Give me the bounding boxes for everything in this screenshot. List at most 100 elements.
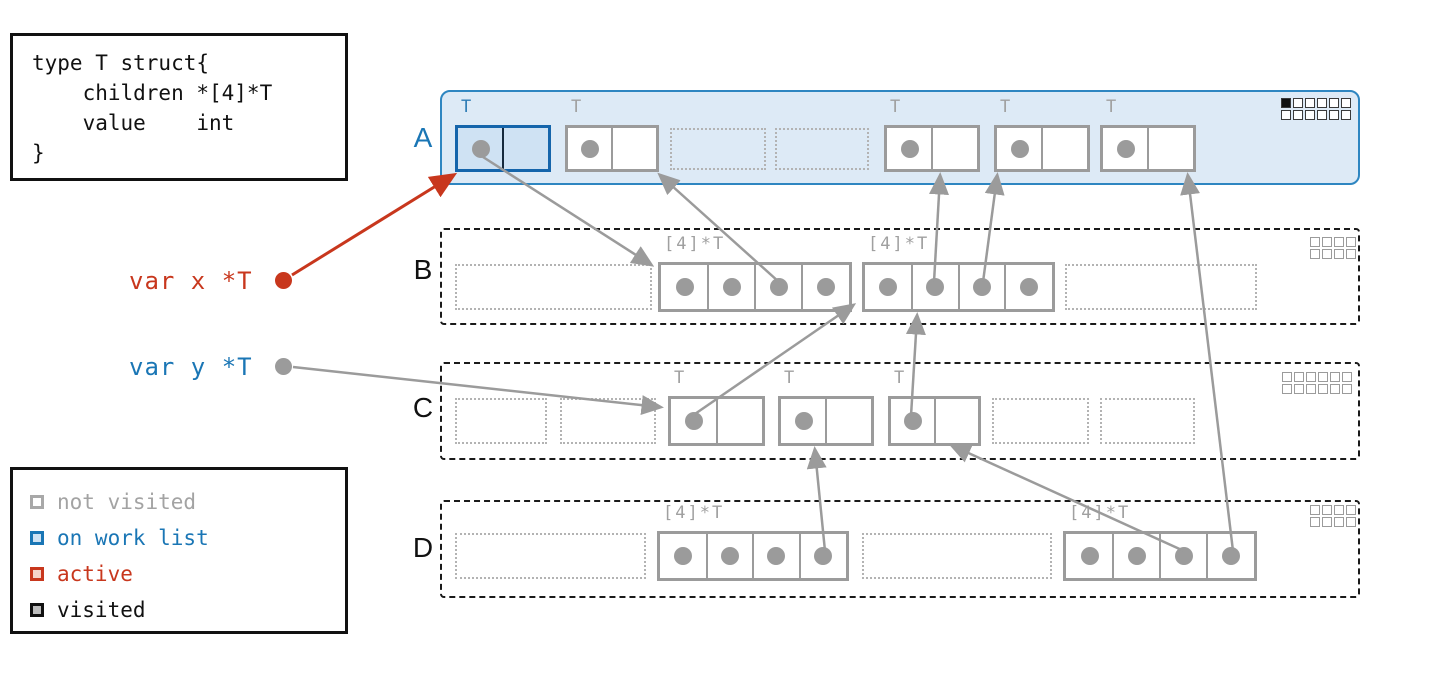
bitmap-cell xyxy=(1329,98,1339,108)
heap-span-label-c: C xyxy=(412,392,434,423)
free-slot xyxy=(560,398,656,444)
bitmap-cell xyxy=(1346,505,1356,515)
pointer-field-dot xyxy=(1174,547,1193,565)
bitmap-cell xyxy=(1310,517,1320,527)
legend-label: active xyxy=(57,562,133,586)
type-definition-box: type T struct{ children *[4]*T value int… xyxy=(10,33,348,181)
pointer-field-dot xyxy=(675,278,694,296)
heap-object xyxy=(455,125,551,172)
free-slot xyxy=(455,264,652,310)
free-slot xyxy=(670,128,766,170)
free-slot xyxy=(1065,264,1257,310)
code-line: } xyxy=(32,141,45,165)
bitmap-cell xyxy=(1341,110,1351,120)
cell-divider xyxy=(798,534,801,578)
legend-item-on-work-list: on work list xyxy=(30,520,345,556)
bitmap-cell xyxy=(1281,98,1291,108)
heap-array-object xyxy=(658,262,852,312)
bitmap-cell xyxy=(1334,249,1344,259)
cell-divider xyxy=(1004,265,1007,309)
bitmap-cell xyxy=(1334,517,1344,527)
cell-divider xyxy=(611,128,613,169)
free-slot xyxy=(1100,398,1195,444)
not-visited-swatch-icon xyxy=(30,495,44,509)
bitmap-cell xyxy=(1318,384,1328,394)
object-type-label: T xyxy=(571,97,584,117)
bitmap-cell xyxy=(1305,110,1315,120)
legend-item-active: active xyxy=(30,556,345,592)
cell-divider xyxy=(933,399,936,443)
bitmap-cell xyxy=(1306,384,1316,394)
pointer-field-dot xyxy=(816,278,835,296)
cell-divider xyxy=(1159,534,1161,578)
code-line: children *[4]*T xyxy=(32,81,273,105)
object-type-label: T xyxy=(461,97,474,117)
cell-divider xyxy=(707,265,709,309)
bitmap-cell xyxy=(1341,98,1351,108)
cell-divider xyxy=(1206,534,1208,578)
cell-divider xyxy=(502,128,504,169)
pointer-field-dot xyxy=(674,547,693,565)
pointer-field-dot xyxy=(1221,547,1240,565)
bitmap-cell xyxy=(1346,237,1356,247)
bitmap-cell xyxy=(1330,372,1340,382)
cell-divider xyxy=(1041,128,1043,169)
bitmap-cell xyxy=(1342,372,1352,382)
heap-object xyxy=(565,125,659,172)
pointer-field-dot xyxy=(794,412,813,430)
object-type-label: [4]*T xyxy=(1069,503,1131,523)
pointer-field-dot xyxy=(813,547,832,565)
var-x-pointer-dot xyxy=(275,272,292,289)
legend-item-not-visited: not visited xyxy=(30,484,345,520)
pointer-field-dot xyxy=(722,278,741,296)
pointer-field-dot xyxy=(1080,547,1099,565)
bitmap-cell xyxy=(1305,98,1315,108)
legend: not visited on work list active visited xyxy=(10,467,348,634)
object-type-label: T xyxy=(894,368,907,388)
bitmap-cell xyxy=(1322,505,1332,515)
mark-bitmap-icon xyxy=(1282,372,1352,394)
bitmap-cell xyxy=(1342,384,1352,394)
free-slot xyxy=(992,398,1089,444)
pointer-field-dot xyxy=(900,139,919,158)
object-type-label: [4]*T xyxy=(868,234,930,254)
heap-span-label-a: A xyxy=(413,122,433,153)
bitmap-cell xyxy=(1346,517,1356,527)
bitmap-cell xyxy=(1334,505,1344,515)
heap-object xyxy=(1100,125,1196,172)
cell-divider xyxy=(801,265,803,309)
object-type-label: T xyxy=(674,368,687,388)
legend-label: on work list xyxy=(57,526,209,550)
cell-divider xyxy=(754,265,756,309)
bitmap-cell xyxy=(1346,249,1356,259)
heap-array-object xyxy=(1063,531,1257,581)
bitmap-cell xyxy=(1310,249,1320,259)
free-slot xyxy=(455,398,547,444)
bitmap-cell xyxy=(1329,110,1339,120)
bitmap-cell xyxy=(1294,384,1304,394)
mark-bitmap-icon xyxy=(1310,505,1356,527)
cell-divider xyxy=(1147,128,1149,169)
active-swatch-icon xyxy=(30,567,44,581)
pointer-field-dot xyxy=(767,547,786,565)
pointer-field-dot xyxy=(1127,547,1146,565)
pointer-field-dot xyxy=(471,139,490,158)
object-type-label: T xyxy=(1106,97,1119,117)
var-y-pointer-dot xyxy=(275,358,292,375)
pointer-field-dot xyxy=(879,278,898,296)
cell-divider xyxy=(705,534,708,578)
bitmap-cell xyxy=(1322,249,1332,259)
bitmap-cell xyxy=(1322,517,1332,527)
heap-object xyxy=(778,396,874,446)
object-type-label: [4]*T xyxy=(663,503,725,523)
bitmap-cell xyxy=(1282,384,1292,394)
free-slot xyxy=(862,533,1052,579)
bitmap-cell xyxy=(1310,237,1320,247)
legend-label: not visited xyxy=(57,490,197,514)
bitmap-cell xyxy=(1281,110,1291,120)
var-x-label: var x *T xyxy=(129,267,253,295)
pointer-field-dot xyxy=(926,278,945,296)
bitmap-cell xyxy=(1294,372,1304,382)
cell-divider xyxy=(910,265,913,309)
